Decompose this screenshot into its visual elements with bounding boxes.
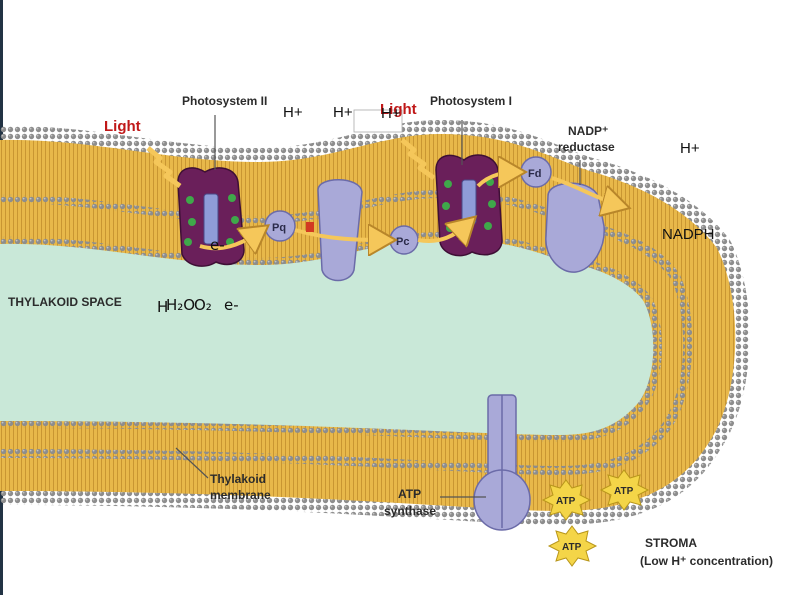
photosystem-ii-label: Photosystem II xyxy=(182,94,268,108)
red-accent xyxy=(306,222,314,232)
nadp-reductase-label-2: reductase xyxy=(558,140,615,154)
stroma-label-2: (Low H⁺ concentration) xyxy=(640,554,773,568)
pq-label: Pq xyxy=(272,222,286,234)
h-plus-label: H+ xyxy=(381,105,401,122)
atp-synthase-protein xyxy=(473,394,531,531)
h-plus-label: H+ xyxy=(333,104,353,121)
thylakoid-membrane-pointer xyxy=(175,447,209,479)
thylakoid-membrane-label-2: membrane xyxy=(210,488,271,502)
atp-burst-2: ATP xyxy=(599,469,650,511)
h-plus-label: H+ xyxy=(283,104,303,121)
atp-label: ATP xyxy=(556,496,576,507)
electron-label: e- xyxy=(210,236,225,254)
hydrogen-label: H xyxy=(157,298,169,316)
light-bolt-icon xyxy=(400,138,436,181)
electron-flow-arrow xyxy=(417,222,470,241)
light-label-left: Light xyxy=(104,118,141,135)
thylakoid-membrane-label-1: Thylakoid xyxy=(210,472,267,486)
water-label: H₂O xyxy=(166,296,196,314)
stroma-label-1: STROMA xyxy=(645,536,697,550)
atp-synthase-label-1: ATP xyxy=(398,487,422,501)
photosystem-i-complex xyxy=(435,154,503,257)
atp-label: ATP xyxy=(614,486,634,497)
nadp-reductase-label-1: NADP⁺ xyxy=(568,124,609,138)
atp-burst-3: ATP xyxy=(547,525,598,567)
thylakoid-space-lumen xyxy=(0,239,654,435)
electron-flow-arrow xyxy=(476,172,518,186)
cytochrome-complex xyxy=(317,179,363,282)
light-bolt-icon xyxy=(146,146,182,189)
atp-synthase-label-2: synthase xyxy=(384,504,437,518)
electron-flow-arrow xyxy=(199,230,262,248)
light-label-right: Light xyxy=(380,101,417,118)
electron-flow-arrow xyxy=(551,176,622,206)
nadph-label: NADPH xyxy=(662,226,715,243)
electron-label: e- xyxy=(224,296,239,314)
fd-label: Fd xyxy=(528,168,541,180)
h-plus-label: H+ xyxy=(680,140,700,157)
overlay-box xyxy=(353,109,403,133)
electron-flow-arrow xyxy=(294,230,388,240)
thylakoid-space-label: THYLAKOID SPACE xyxy=(8,295,122,309)
oxygen-label: O₂ xyxy=(194,296,212,314)
atp-burst-1: ATP xyxy=(541,479,592,521)
pc-label: Pc xyxy=(396,236,409,248)
atp-label: ATP xyxy=(562,542,582,553)
photosystem-i-label: Photosystem I xyxy=(430,94,513,108)
